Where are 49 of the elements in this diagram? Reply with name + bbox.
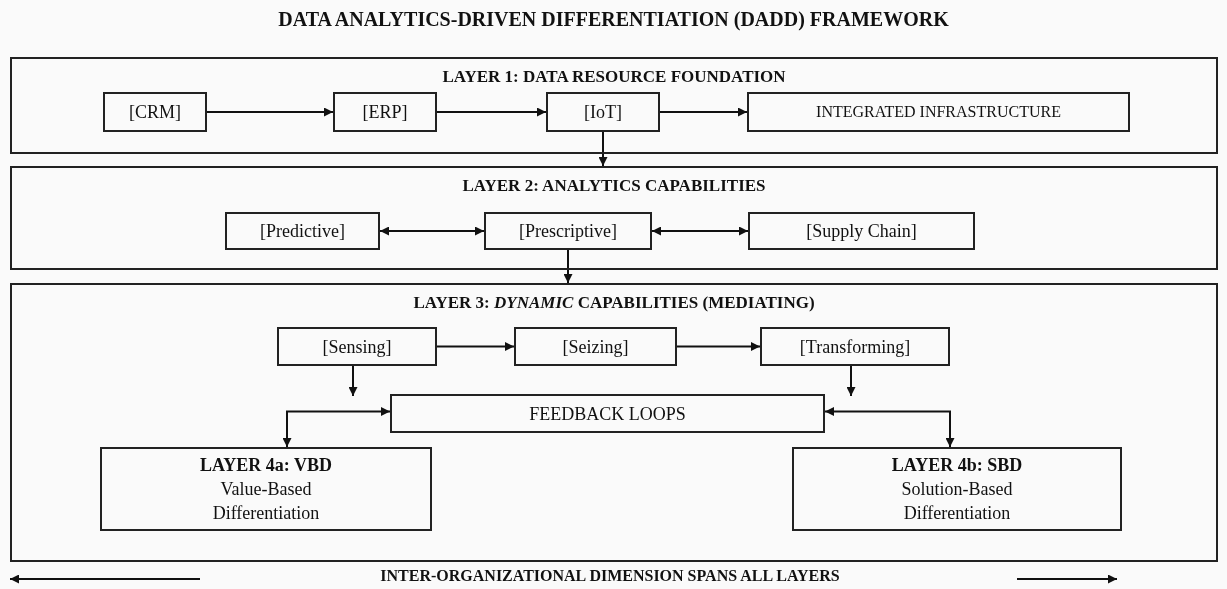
arrow xyxy=(348,365,358,397)
process-box xyxy=(333,92,437,132)
dimension-caption: INTER-ORGANIZATIONAL DIMENSION SPANS ALL LAYERS xyxy=(379,567,841,585)
process-box xyxy=(277,327,437,366)
box-label: [Prescriptive] xyxy=(519,220,617,243)
arrow xyxy=(676,342,761,351)
layer-panel xyxy=(10,283,1218,562)
box-label: Value-Based Differentiation xyxy=(211,478,321,525)
arrow xyxy=(563,249,573,284)
process-box xyxy=(760,327,950,366)
box-label: [IoT] xyxy=(584,101,622,124)
process-box xyxy=(747,92,1130,132)
diagram-title: DATA ANALYTICS-DRIVEN DIFFERENTIATION (DADD) FRAMEWORK xyxy=(277,8,950,31)
box-label: INTEGRATED INFRASTRUCTURE xyxy=(816,102,1061,122)
box-label: [Transforming] xyxy=(799,335,911,359)
box-heading: LAYER 4a: VBD xyxy=(200,454,332,477)
arrow xyxy=(282,407,391,448)
process-box xyxy=(514,327,677,366)
process-box xyxy=(103,92,207,132)
box-label: FEEDBACK LOOPS xyxy=(529,402,686,426)
arrow xyxy=(379,226,485,236)
process-box xyxy=(792,447,1122,531)
box-label: Solution-Based Differentiation xyxy=(900,478,1014,525)
process-box xyxy=(225,212,380,250)
process-box xyxy=(390,394,825,433)
process-box xyxy=(748,212,975,250)
box-label: [CRM] xyxy=(129,101,181,124)
arrow xyxy=(436,107,547,117)
process-box xyxy=(546,92,660,132)
process-box xyxy=(484,212,652,250)
layer-heading: LAYER 1: DATA RESOURCE FOUNDATION xyxy=(441,67,787,87)
arrow xyxy=(651,226,749,236)
arrow xyxy=(824,407,955,448)
arrow xyxy=(598,131,608,167)
box-heading: LAYER 4b: SBD xyxy=(891,454,1023,477)
layer-heading: LAYER 3: DYNAMIC CAPABILITIES (MEDIATING) xyxy=(412,293,816,313)
arrow xyxy=(846,365,856,397)
box-label: [Supply Chain] xyxy=(806,220,917,243)
layer-panel xyxy=(10,166,1218,270)
arrow xyxy=(206,107,334,117)
box-label: [Predictive] xyxy=(260,220,345,243)
arrow xyxy=(436,342,515,351)
process-box xyxy=(100,447,432,531)
layer-panel xyxy=(10,57,1218,154)
box-label: [ERP] xyxy=(362,101,408,124)
arrow xyxy=(659,107,748,117)
box-label: [Sensing] xyxy=(322,335,392,359)
box-label: [Seizing] xyxy=(562,335,629,359)
layer-heading: LAYER 2: ANALYTICS CAPABILITIES xyxy=(461,176,767,196)
